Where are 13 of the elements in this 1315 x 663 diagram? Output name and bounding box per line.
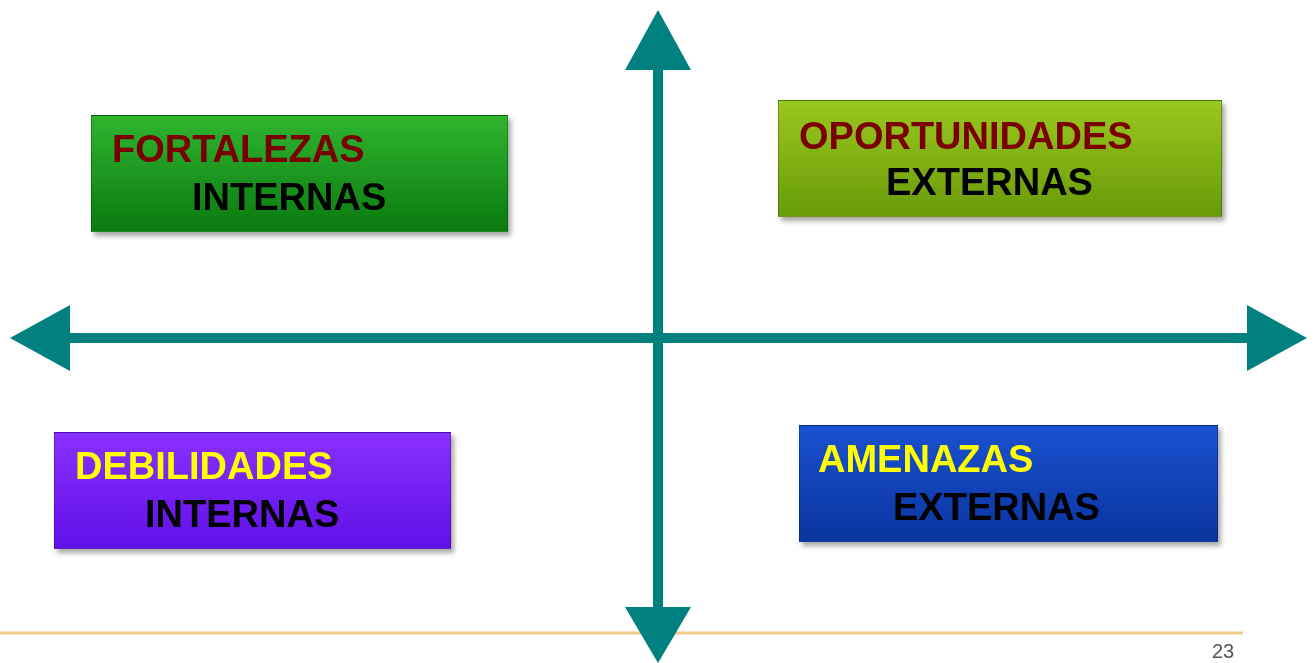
- quadrant-box: [54, 432, 451, 549]
- quadrant-box: [799, 425, 1218, 542]
- quadrant-box: [91, 115, 508, 232]
- box-subtitle: INTERNAS: [192, 178, 387, 216]
- box-title: FORTALEZAS: [112, 130, 365, 168]
- box-subtitle: EXTERNAS: [893, 488, 1100, 526]
- quadrant-box: [778, 100, 1222, 217]
- box-subtitle: EXTERNAS: [886, 163, 1093, 201]
- page-number: 23: [1212, 640, 1235, 663]
- box-title: AMENAZAS: [818, 440, 1034, 478]
- box-title: OPORTUNIDADES: [799, 117, 1133, 155]
- box-title: DEBILIDADES: [75, 447, 333, 485]
- box-subtitle: INTERNAS: [145, 495, 340, 533]
